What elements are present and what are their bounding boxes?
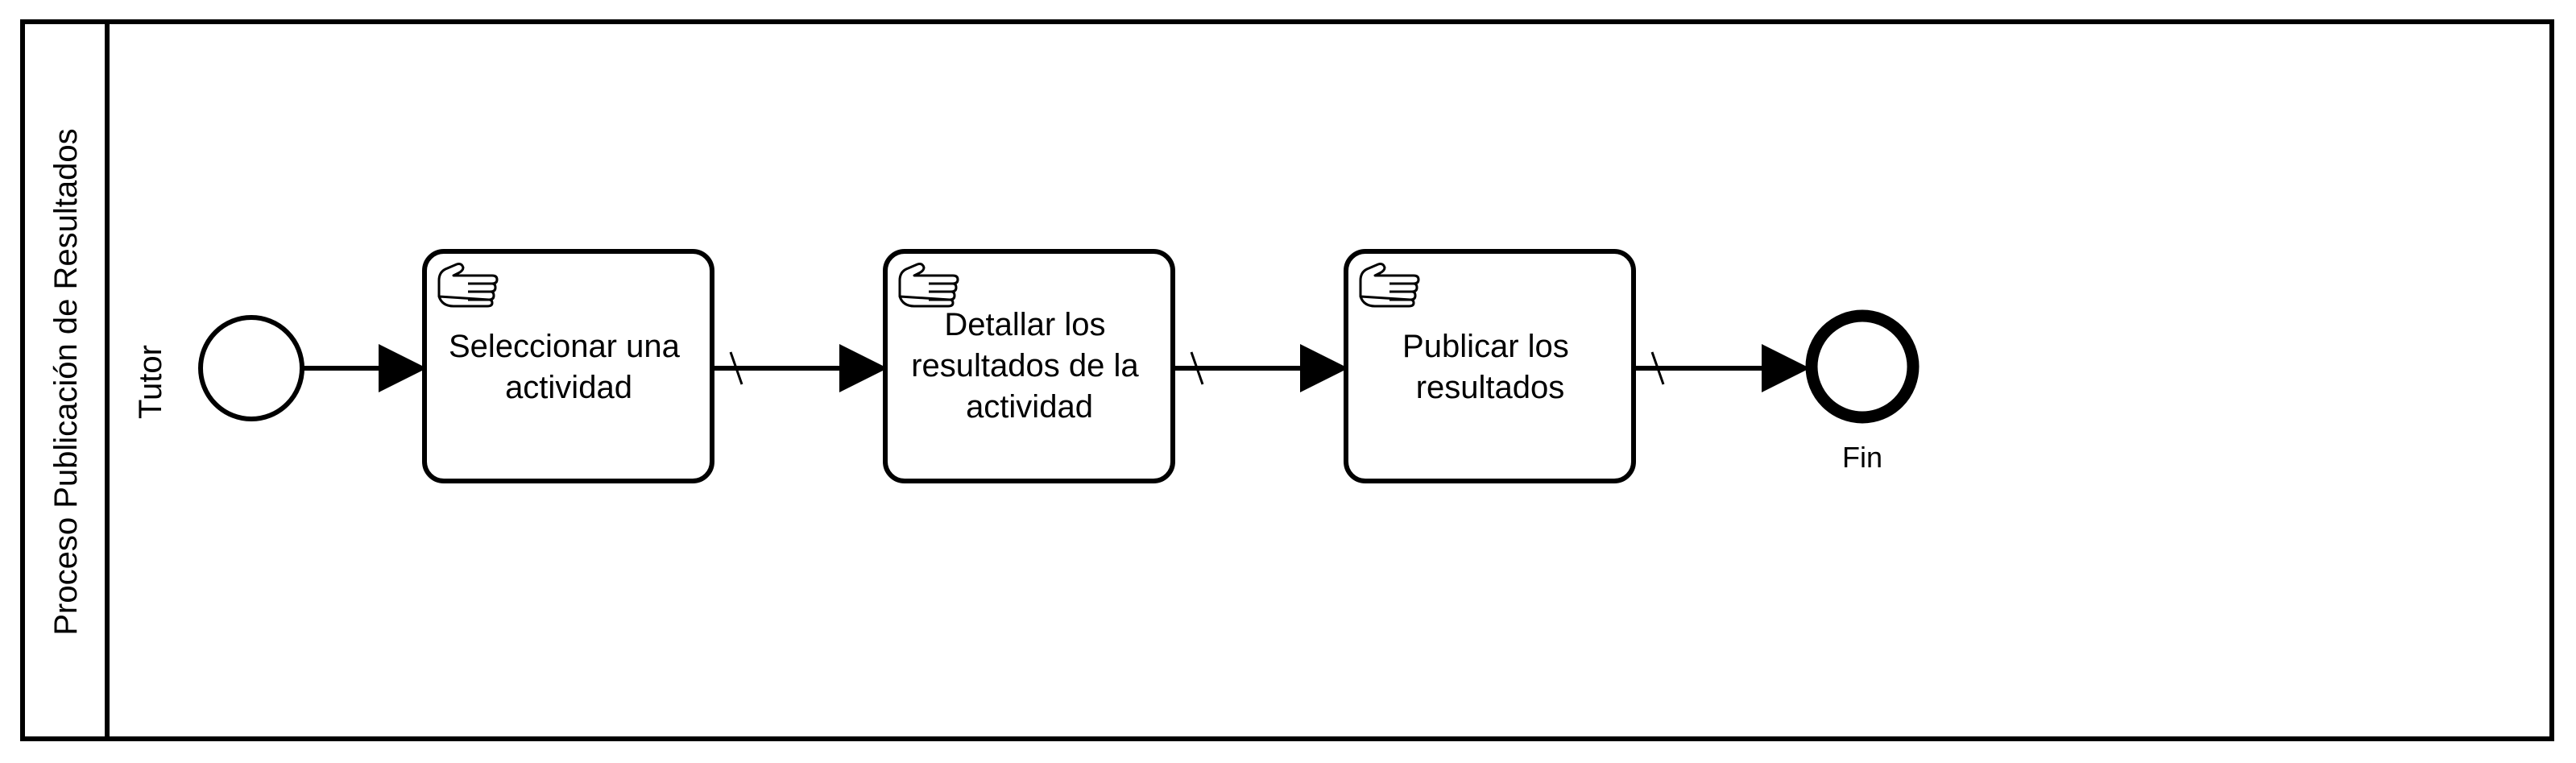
task-label: Seleccionar una actividad <box>449 329 689 405</box>
default-flow-marker <box>729 351 743 385</box>
pool-border <box>20 19 2554 741</box>
default-flow-marker <box>1190 351 1204 385</box>
pool-label: Proceso Publicación de Resultados <box>48 128 84 635</box>
task-label-line: Seleccionar una <box>449 329 681 364</box>
task-seleccionar-actividad[interactable]: Seleccionar una actividad <box>422 249 714 483</box>
end-event[interactable] <box>1805 309 1920 424</box>
task-label-line: resultados de la <box>911 348 1139 384</box>
task-label-line: actividad <box>966 389 1093 425</box>
default-flow-marker <box>1650 351 1665 385</box>
task-publicar-resultados[interactable]: Publicar los resultados <box>1344 249 1636 483</box>
start-event[interactable] <box>198 315 304 421</box>
task-detallar-resultados[interactable]: Detallar los resultados de la actividad <box>883 249 1175 483</box>
task-label-line: actividad <box>505 370 632 405</box>
lane-label: Tutor <box>133 345 168 419</box>
task-label-line: Publicar los <box>1402 329 1569 364</box>
task-label: Detallar los resultados de la actividad <box>911 307 1148 425</box>
end-event-label: Fin <box>1842 441 1882 474</box>
task-label: Publicar los resultados <box>1402 329 1578 405</box>
task-label-line: Detallar los <box>944 307 1105 342</box>
task-label-line: resultados <box>1416 370 1565 405</box>
